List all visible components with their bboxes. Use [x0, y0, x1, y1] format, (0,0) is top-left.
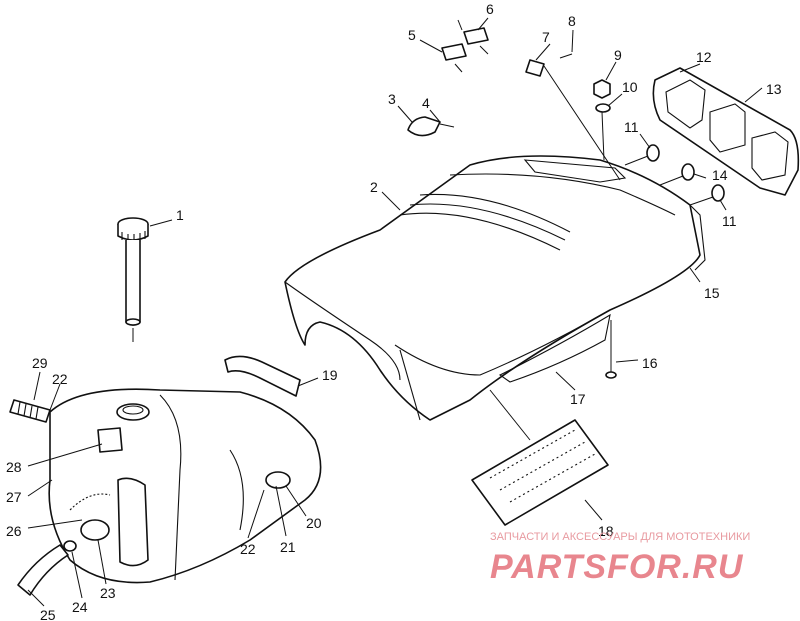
callout-numbers: 1 2 3 4 5 6 7 8 9 10 11 11 12 13 14 15 1… — [6, 1, 782, 621]
callout-25: 25 — [40, 607, 56, 621]
callout-4: 4 — [422, 95, 430, 111]
bolt-part — [605, 320, 617, 379]
bracket-part — [407, 116, 455, 137]
callout-16: 16 — [642, 355, 658, 371]
callout-23: 23 — [100, 585, 116, 601]
callout-6: 6 — [486, 1, 494, 17]
hose-part — [17, 540, 77, 596]
callout-27: 27 — [6, 489, 22, 505]
callout-10: 10 — [622, 79, 638, 95]
callout-leaders — [27, 17, 727, 607]
callout-21: 21 — [280, 539, 296, 555]
callout-20: 20 — [306, 515, 322, 531]
callout-22-lower: 22 — [240, 541, 256, 557]
callout-19: 19 — [322, 367, 338, 383]
callout-13: 13 — [766, 81, 782, 97]
callout-28: 28 — [6, 459, 22, 475]
callout-15: 15 — [704, 285, 720, 301]
bulb-parts — [624, 144, 725, 206]
callout-8: 8 — [568, 13, 576, 29]
taillight-part — [652, 67, 800, 196]
watermark-logo: PARTSFOR.RU — [490, 548, 744, 586]
callout-2: 2 — [370, 179, 378, 195]
clip-part — [525, 53, 621, 181]
callout-26: 26 — [6, 523, 22, 539]
callout-24: 24 — [72, 599, 88, 615]
foam-pad-part — [471, 389, 609, 526]
callout-11-lower: 11 — [722, 213, 737, 229]
watermark: ЗАПЧАСТИ И АКСЕССУАРЫ ДЛЯ МОТОТЕХНИКИ PA… — [490, 531, 750, 586]
callout-22-upper: 22 — [52, 371, 68, 387]
callout-14: 14 — [712, 167, 728, 183]
filter-part — [9, 399, 51, 423]
callout-17: 17 — [570, 391, 586, 407]
watermark-tagline: ЗАПЧАСТИ И АКСЕССУАРЫ ДЛЯ МОТОТЕХНИКИ — [490, 531, 750, 543]
callout-11-upper: 11 — [624, 119, 639, 135]
callout-18: 18 — [598, 523, 614, 539]
nut-washer-parts — [593, 79, 611, 161]
trim-strip-part — [224, 355, 301, 397]
callout-29: 29 — [32, 355, 48, 371]
callout-5: 5 — [408, 27, 416, 43]
seat-part — [284, 155, 706, 421]
pad-parts — [441, 19, 489, 73]
callout-7: 7 — [542, 29, 550, 45]
callout-1: 1 — [176, 207, 184, 223]
callout-9: 9 — [614, 47, 622, 63]
callout-3: 3 — [388, 91, 396, 107]
fuel-tank-part — [48, 388, 322, 584]
callout-12: 12 — [696, 49, 712, 65]
filler-neck-part — [117, 217, 149, 342]
